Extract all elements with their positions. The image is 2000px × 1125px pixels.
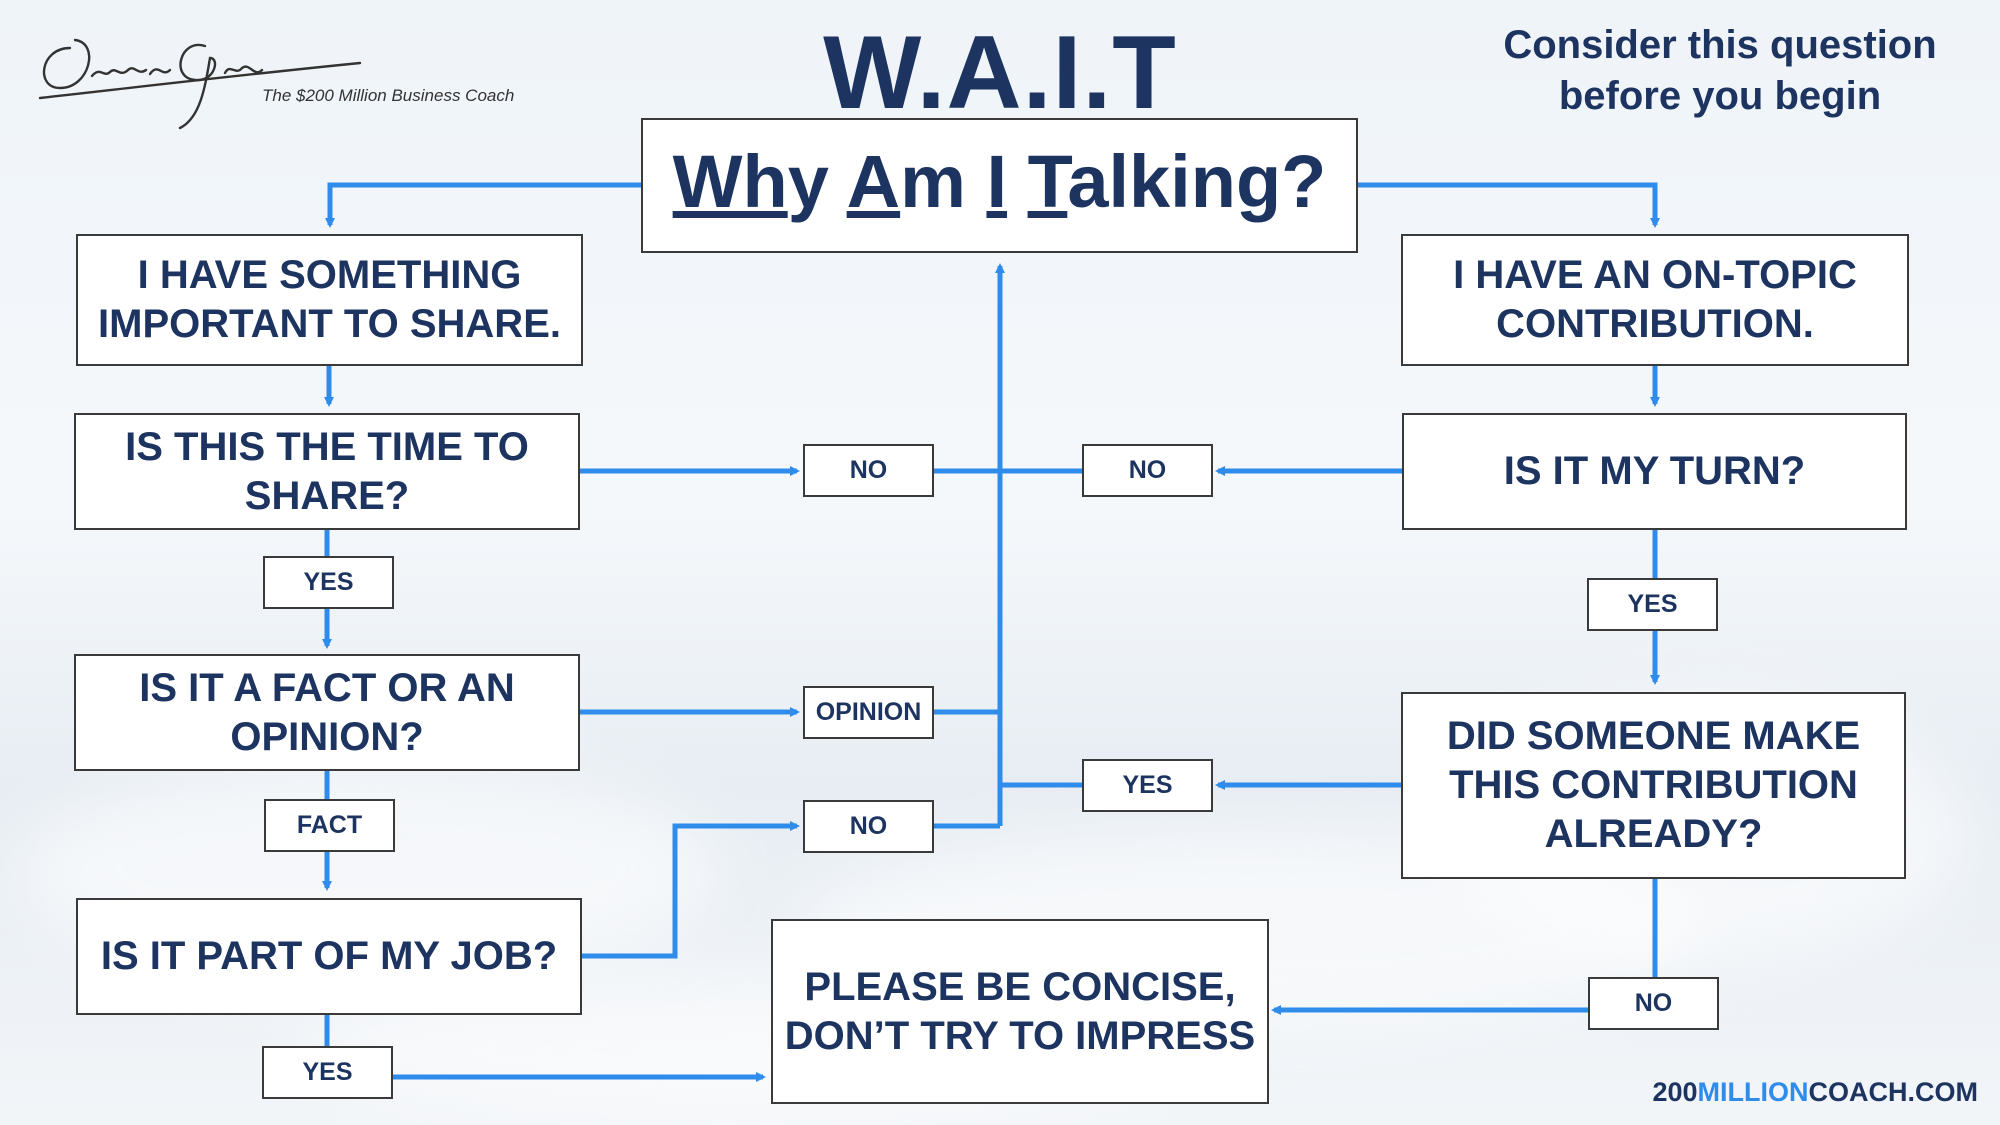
main-q-i-rest [1007, 140, 1028, 223]
label-yes: YES [1082, 759, 1213, 812]
main-question: Why Am I Talking? [673, 137, 1327, 227]
node-important: I HAVE SOMETHING IMPORTANT TO SHARE. [76, 234, 583, 366]
label-fact: FACT [264, 799, 395, 852]
label-yes: YES [263, 556, 394, 609]
node-on-topic: I HAVE AN ON-TOPIC CONTRIBUTION. [1401, 234, 1909, 366]
node-part-of-job: IS IT PART OF MY JOB? [76, 898, 582, 1015]
subtitle: Consider this question before you begin [1503, 23, 1937, 118]
label-no: NO [1082, 444, 1213, 497]
main-q-t-rest: alking? [1067, 140, 1327, 224]
label-no: NO [1588, 977, 1719, 1030]
main-q-t: T [1027, 140, 1068, 224]
label-no: NO [803, 800, 934, 853]
url-part-2: MILLION [1697, 1077, 1809, 1107]
label-yes: YES [262, 1046, 393, 1099]
website-link[interactable]: 200MILLIONCOACH.COM [1652, 1077, 1978, 1108]
main-q-a: A [846, 140, 901, 224]
arrow-main-to-important [325, 182, 641, 228]
url-part-3: COACH.COM [1808, 1077, 1979, 1107]
node-someone-made: DID SOMEONE MAKE THIS CONTRIBUTION ALREA… [1401, 692, 1906, 879]
label-no: NO [803, 444, 934, 497]
page-title: W.A.I.T [823, 15, 1177, 131]
label-yes: YES [1587, 578, 1718, 631]
main-q-w: Wh [672, 140, 788, 224]
main-q-i: I [986, 140, 1008, 224]
label-opinion: OPINION [803, 686, 934, 739]
signature-icon [38, 38, 362, 130]
arrow-job-to-no [582, 821, 800, 959]
node-fact-or-opinion: IS IT A FACT OR AN OPINION? [74, 654, 580, 771]
main-question-box: Why Am I Talking? [641, 118, 1358, 253]
main-q-w-rest: y [787, 140, 847, 224]
brand-logo: The $200 Million Business Coach [30, 18, 530, 138]
url-part-1: 200 [1652, 1077, 1698, 1107]
node-my-turn: IS IT MY TURN? [1402, 413, 1907, 530]
arrow-main-to-ontopic [1358, 182, 1660, 228]
node-be-concise: PLEASE BE CONCISE, DON’T TRY TO IMPRESS [771, 919, 1269, 1104]
main-q-a-rest: m [900, 140, 987, 224]
brand-tagline: The $200 Million Business Coach [262, 86, 515, 105]
node-time-to-share: IS THIS THE TIME TO SHARE? [74, 413, 580, 530]
